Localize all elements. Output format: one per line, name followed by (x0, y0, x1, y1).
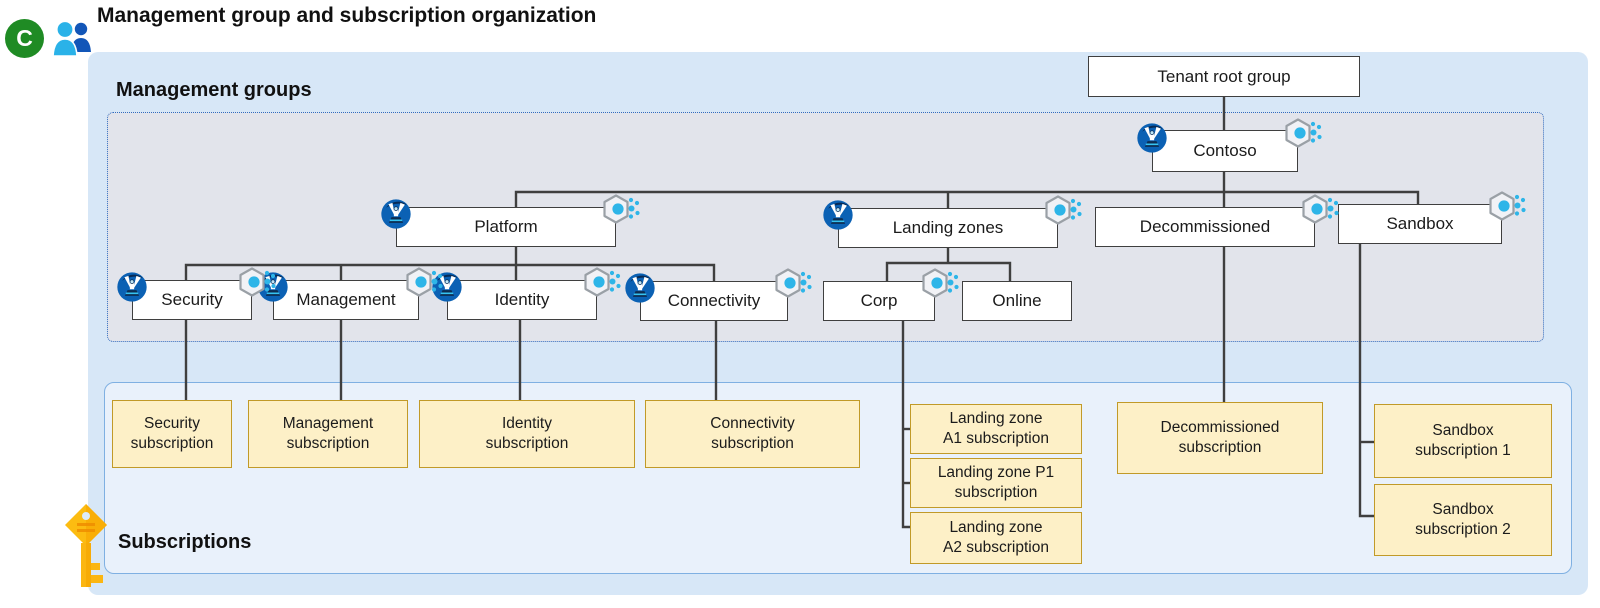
subscription-sandbox-2: Sandbox subscription 2 (1374, 484, 1552, 556)
node-identity: Identity (447, 280, 597, 320)
key-icon (64, 503, 108, 591)
node-sandbox: Sandbox (1338, 204, 1502, 244)
subscription-security: Security subscription (112, 400, 232, 468)
subscription-decommissioned: Decommissioned subscription (1117, 402, 1323, 474)
subscription-landing-zone-a1: Landing zone A1 subscription (910, 404, 1082, 454)
hexagon-dots-icon (1043, 193, 1087, 227)
node-contoso: Contoso (1152, 130, 1298, 172)
node-management: Management (273, 280, 419, 320)
node-security: Security (132, 280, 252, 320)
node-tenant-root-group: Tenant root group (1088, 56, 1360, 97)
subscriptions-heading: Subscriptions (118, 531, 252, 553)
management-groups-heading: Management groups (116, 79, 312, 101)
hexagon-dots-icon (920, 266, 964, 300)
lighthouse-icon (380, 198, 412, 230)
lighthouse-icon (624, 272, 656, 304)
hexagon-dots-icon (582, 265, 626, 299)
subscription-sandbox-1: Sandbox subscription 1 (1374, 404, 1552, 478)
lighthouse-icon (822, 199, 854, 231)
hexagon-dots-icon (601, 192, 645, 226)
hexagon-dots-icon (1300, 192, 1344, 226)
node-connectivity: Connectivity (640, 281, 788, 321)
node-landing-zones: Landing zones (838, 208, 1058, 248)
hexagon-dots-icon (404, 265, 448, 299)
node-online: Online (962, 281, 1072, 321)
page-title: Management group and subscription organi… (97, 4, 597, 27)
node-corp: Corp (823, 281, 935, 321)
hexagon-dots-icon (773, 266, 817, 300)
hexagon-dots-icon (1283, 116, 1327, 150)
hexagon-dots-icon (237, 265, 281, 299)
node-decommissioned: Decommissioned (1095, 207, 1315, 247)
subscription-connectivity: Connectivity subscription (645, 400, 860, 468)
subscription-landing-zone-p1: Landing zone P1 subscription (910, 458, 1082, 508)
letter-c-badge: C (5, 19, 44, 58)
subscription-identity: Identity subscription (419, 400, 635, 468)
lighthouse-icon (116, 271, 148, 303)
subscription-landing-zone-a2: Landing zone A2 subscription (910, 512, 1082, 564)
hexagon-dots-icon (1487, 189, 1531, 223)
lighthouse-icon (1136, 122, 1168, 154)
subscription-management: Management subscription (248, 400, 408, 468)
node-platform: Platform (396, 207, 616, 247)
